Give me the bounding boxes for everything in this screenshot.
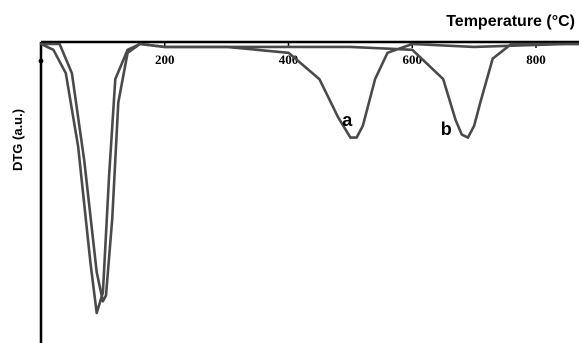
x-tick-0 [38, 58, 44, 64]
x-tick-label-200: 200 [155, 52, 175, 67]
series-label-b: b [441, 119, 452, 139]
y-axis-title: DTG (a.u.) [10, 109, 25, 171]
series-line-b [39, 42, 579, 303]
x-axis-title: Temperature (°C) [446, 13, 575, 30]
series-group [39, 42, 579, 315]
x-tick-label-800: 800 [526, 52, 546, 67]
series-label-a: a [342, 110, 353, 130]
x-tick-0-dot [38, 58, 44, 64]
x-tick-label-600: 600 [403, 52, 423, 67]
